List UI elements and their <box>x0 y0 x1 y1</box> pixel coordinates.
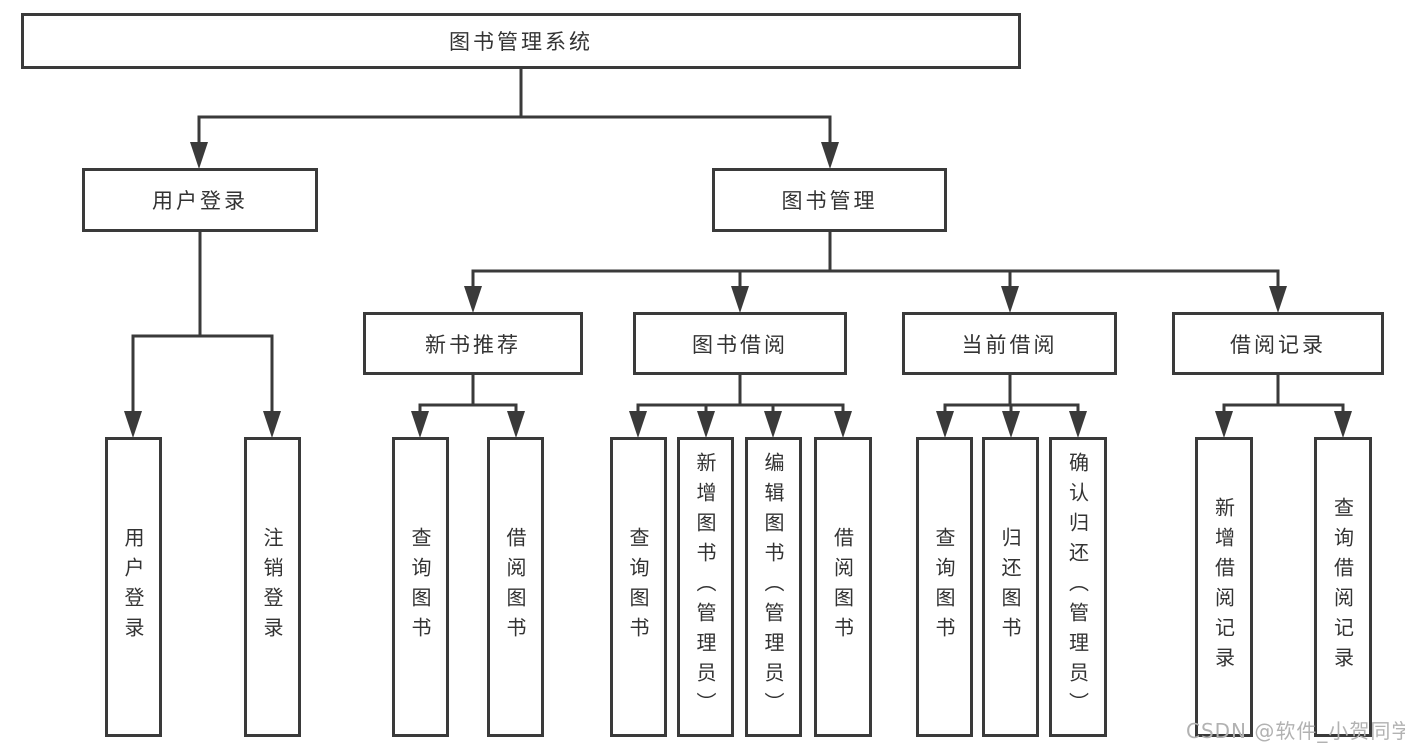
node-root-system-label: 图书管理系统 <box>449 30 593 54</box>
csdn-watermark: CSDN @软件_小贺同学 <box>1186 719 1405 743</box>
connector-new-book-rec-children <box>411 373 525 438</box>
leaf-cb-confirm-return: 确认归还（管理员） <box>1049 437 1107 737</box>
leaf-cb-confirm-return-label: 确认归还（管理员） <box>1065 452 1090 722</box>
node-book-mgmt-label: 图书管理 <box>781 189 878 213</box>
node-current-borrow-label: 当前借阅 <box>961 332 1058 357</box>
node-current-borrow: 当前借阅 <box>902 312 1117 375</box>
node-book-mgmt: 图书管理 <box>712 168 947 232</box>
leaf-br-add-record: 新增借阅记录 <box>1195 437 1253 737</box>
leaf-logout-label: 注销登录 <box>260 527 284 647</box>
leaf-br-query-record-label: 查询借阅记录 <box>1330 497 1355 677</box>
leaf-bb-add-book-label: 新增图书（管理员） <box>693 452 717 722</box>
leaf-br-query-record: 查询借阅记录 <box>1314 437 1372 737</box>
leaf-cb-return-book: 归还图书 <box>982 437 1039 737</box>
leaf-bb-edit-book-label: 编辑图书（管理员） <box>761 452 785 722</box>
leaf-rec-borrow-book-label: 借阅图书 <box>503 527 527 647</box>
leaf-bb-query-book-label: 查询图书 <box>626 527 650 647</box>
leaf-bb-edit-book: 编辑图书（管理员） <box>745 437 802 737</box>
leaf-cb-query-book: 查询图书 <box>916 437 973 737</box>
leaf-bb-add-book: 新增图书（管理员） <box>677 437 734 737</box>
node-user-login: 用户登录 <box>82 168 318 232</box>
node-user-login-label: 用户登录 <box>152 189 248 213</box>
connector-root-to-level1 <box>190 67 839 169</box>
leaf-cb-query-book-label: 查询图书 <box>932 527 956 647</box>
connector-current-borrow-children <box>936 373 1087 438</box>
leaf-rec-borrow-book: 借阅图书 <box>487 437 544 737</box>
node-root-system: 图书管理系统 <box>21 13 1021 69</box>
leaf-user-login-label: 用户登录 <box>121 527 145 647</box>
node-new-book-rec-label: 新书推荐 <box>425 332 521 357</box>
leaf-bb-query-book: 查询图书 <box>610 437 667 737</box>
leaf-cb-return-book-label: 归还图书 <box>998 527 1022 647</box>
leaf-bb-borrow-book-label: 借阅图书 <box>830 527 855 647</box>
leaf-br-add-record-label: 新增借阅记录 <box>1211 497 1236 677</box>
node-borrow-record: 借阅记录 <box>1172 312 1384 375</box>
node-new-book-rec: 新书推荐 <box>363 312 583 375</box>
node-borrow-record-label: 借阅记录 <box>1230 332 1326 357</box>
leaf-logout: 注销登录 <box>244 437 301 737</box>
connector-borrow-record-children <box>1215 373 1352 438</box>
node-book-borrow: 图书借阅 <box>633 312 847 375</box>
leaf-rec-query-book-label: 查询图书 <box>408 527 432 647</box>
leaf-user-login: 用户登录 <box>105 437 162 737</box>
leaf-bb-borrow-book: 借阅图书 <box>814 437 872 737</box>
connector-book-mgmt-children <box>464 230 1287 313</box>
connector-user-login-children <box>124 230 281 438</box>
node-book-borrow-label: 图书借阅 <box>692 332 788 357</box>
leaf-rec-query-book: 查询图书 <box>392 437 449 737</box>
connector-book-borrow-children <box>629 373 852 438</box>
